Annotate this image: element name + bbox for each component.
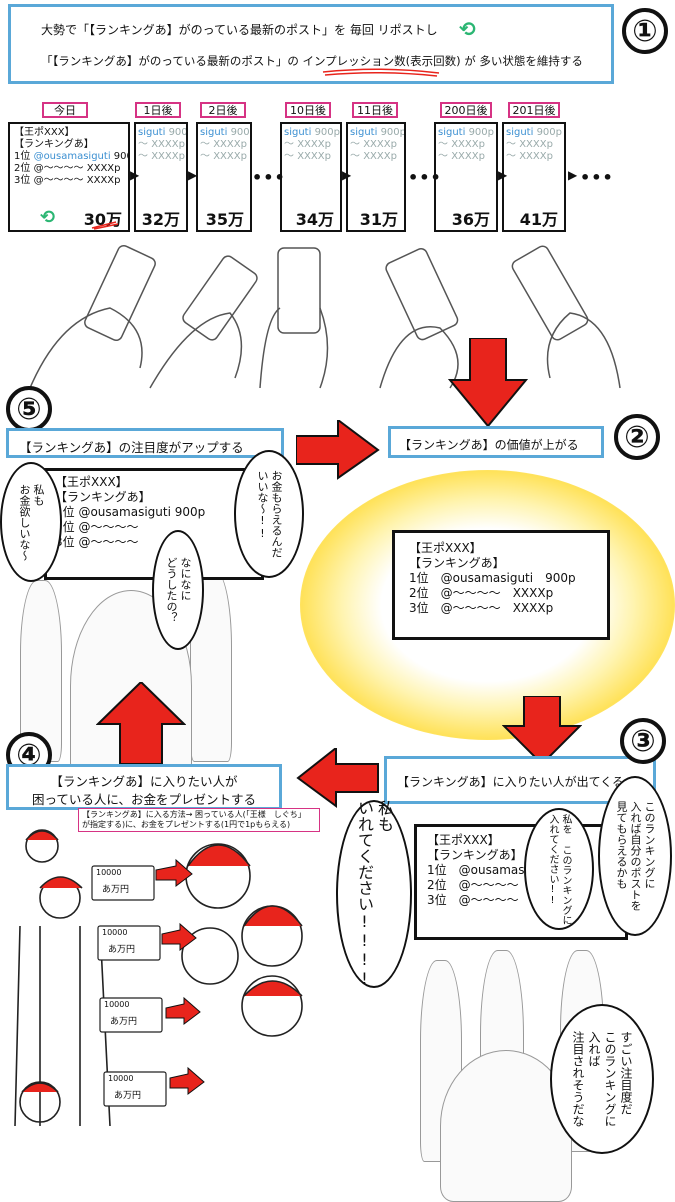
card-ranking: 【ランキングあ】 (427, 848, 523, 862)
step1-box: 大勢で「【ランキングあ】がのっている最新のポスト」を 毎回 リポストし ⟲ 「【… (8, 4, 614, 84)
bill-name: あ万円 (110, 1017, 138, 1027)
person-figure (190, 570, 232, 762)
arrow-right-icon: ▶ (342, 168, 352, 182)
ellipsis-dots: ••• (408, 168, 442, 187)
arrow-right-icon: ▶ (568, 168, 578, 182)
speech-bubble-lucky: お金もらえるんだ いいな〜!! (234, 450, 304, 578)
ellipsis-dots: ••• (252, 168, 286, 187)
arrow-right-icon: ▶ (498, 168, 508, 182)
arrow-right-icon: ▶ (188, 168, 198, 182)
rank-1-points: 900p (113, 151, 128, 162)
speech-bubble-whats-up: なになに どうしたの？ (152, 530, 204, 650)
views-count: 35万 (205, 210, 244, 229)
hands-with-phones-illustration (29, 244, 621, 389)
timeline-label-3: 10日後 (285, 102, 331, 118)
red-underline (322, 68, 440, 77)
step1-number: ① (622, 8, 668, 54)
card-header: 【王ポXXX】 (409, 541, 482, 555)
timeline-card-0: 【王ポXXX】 【ランキングあ】 1位 @ousamasiguti 900p 2… (8, 122, 130, 232)
timeline-label-1: 1日後 (135, 102, 181, 118)
card-ranking: 【ランキングあ】 (409, 556, 505, 570)
timeline-card-6: siguti 900p 〜 XXXXp 〜 XXXXp 41万 (502, 122, 566, 232)
views-count: 34万 (295, 210, 334, 229)
arrow-right-5-to-2 (296, 420, 380, 480)
card-header: 【王ポXXX】 (14, 127, 75, 138)
timeline-label-6: 201日後 (508, 102, 560, 118)
timeline-card-2: siguti 900p 〜 XXXXp 〜 XXXXp 35万 (196, 122, 252, 232)
rank-1: 1位 (14, 151, 31, 162)
step5-ranking-card: 【王ポXXX】 【ランキングあ】 1位 @ousamasiguti 900p 2… (44, 468, 264, 580)
timeline-card-5: siguti 900p 〜 XXXXp 〜 XXXXp 36万 (434, 122, 498, 232)
step2-number: ② (614, 414, 660, 460)
bill-name: あ万円 (114, 1091, 142, 1101)
views-count: 36万 (451, 210, 490, 229)
step2-box: 【ランキングあ】の価値が上がる (388, 426, 604, 458)
rank-3-points: XXXXp (86, 175, 121, 186)
timeline-card-4: siguti 900p 〜 XXXXp 〜 XXXXp 31万 (346, 122, 406, 232)
person-figure (20, 580, 62, 762)
step1-line1: 大勢で「【ランキングあ】がのっている最新のポスト」を 毎回 リポストし (41, 23, 438, 37)
card-short-user: siguti 900p (138, 127, 188, 138)
red-scribble (91, 221, 119, 230)
views-count: 41万 (519, 210, 558, 229)
step1-line2: 「【ランキングあ】がのっている最新のポスト」の インプレッション数(表示回数) … (41, 54, 583, 68)
speech-bubble-great-attention: すごい注目度だ このランキングに 入れば 注目されそうだな (550, 1004, 654, 1154)
step3-number: ③ (620, 718, 666, 764)
step4-note-line1: 【ランキングあ】に入る方法→ 困っている人(「王様 しぐち」 (82, 810, 306, 819)
speech-bubble-want-money: 私も お金欲しいな〜 (0, 462, 62, 582)
step5-box: 【ランキングあ】の注目度がアップする (6, 428, 284, 458)
rank-2: 2位 (14, 163, 31, 174)
speech-bubble-get-views: このランキングに 入れば自分のポストを 見てもらえるかも (598, 776, 672, 936)
speech-bubble-let-me-in: 私も いれてください!!!! (336, 800, 412, 988)
speech-bubble-put-me-in-ranking: 私を このランキングに 入れてください!! (524, 808, 594, 930)
rank-2-points: XXXXp (86, 163, 121, 174)
rank-1-user: @ousamasiguti (33, 151, 111, 162)
ellipsis-dots: ••• (580, 168, 614, 187)
timeline-label-5: 200日後 (440, 102, 492, 118)
card-header: 【王ポXXX】 (427, 833, 500, 847)
rank-3-user: @〜〜〜〜 (33, 175, 84, 186)
step2-ranking-card: 【王ポXXX】 【ランキングあ】 1位 @ousamasiguti 900p 2… (392, 530, 610, 640)
step4-note: 【ランキングあ】に入る方法→ 困っている人(「王様 しぐち」 が指定する)に、お… (78, 808, 320, 832)
card-header: 【王ポXXX】 (55, 475, 128, 489)
bill-amount: 10000 (108, 1074, 134, 1083)
views-count: 32万 (141, 210, 180, 229)
rank-2-user: @〜〜〜〜 (33, 163, 84, 174)
bill-amount: 10000 (104, 1000, 130, 1009)
arrow-up-4-to-5 (96, 682, 186, 765)
step5-number: ⑤ (6, 386, 52, 432)
timeline-card-3: siguti 900p 〜 XXXXp 〜 XXXXp 34万 (280, 122, 342, 232)
timeline-label-2: 2日後 (200, 102, 246, 118)
card-ranking: 【ランキングあ】 (55, 490, 151, 504)
step5-text: 【ランキングあ】の注目度がアップする (19, 440, 244, 455)
step2-text: 【ランキングあ】の価値が上がる (399, 438, 579, 452)
step4-line2: 困っている人に、お金をプレゼントする (31, 792, 256, 807)
step3-ranking-card: 【王ポXXX】 【ランキングあ】 1位 @ousamasiguti 2位 @〜〜… (414, 824, 628, 940)
bill-amount: 10000 (96, 868, 122, 877)
rank-3: 3位 (14, 175, 31, 186)
arrow-down-2-to-3 (502, 696, 582, 766)
bill-name: あ万円 (102, 885, 130, 895)
bill-name: あ万円 (108, 945, 136, 955)
step4-note-line2: が指定する)に、お金をプレゼントする(1円で1pもらえる) (82, 820, 291, 829)
arrow-left-3-to-4 (296, 748, 379, 808)
step4-line1: 【ランキングあ】に入りたい人が (50, 774, 238, 789)
step3-box: 【ランキングあ】に入りたい人が出てくる (384, 756, 656, 804)
views-count: 31万 (359, 210, 398, 229)
timeline-label-4: 11日後 (352, 102, 398, 118)
timeline-label-0: 今日 (42, 102, 88, 118)
step4-box: 【ランキングあ】に入りたい人が 困っている人に、お金をプレゼントする (6, 764, 282, 810)
card-ranking: 【ランキングあ】 (14, 139, 94, 150)
timeline-card-1: siguti 900p 〜 XXXXp 〜 XXXXp 32万 (134, 122, 188, 232)
arrow-right-icon: ▶ (130, 168, 140, 182)
step3-text: 【ランキングあ】に入りたい人が出てくる (397, 775, 625, 789)
arrow-down-1-to-2 (448, 338, 528, 428)
money-gift-illustration (14, 829, 303, 1127)
retweet-icon: ⟲ (40, 207, 56, 228)
retweet-icon: ⟲ (459, 17, 476, 41)
bill-amount: 10000 (102, 928, 128, 937)
